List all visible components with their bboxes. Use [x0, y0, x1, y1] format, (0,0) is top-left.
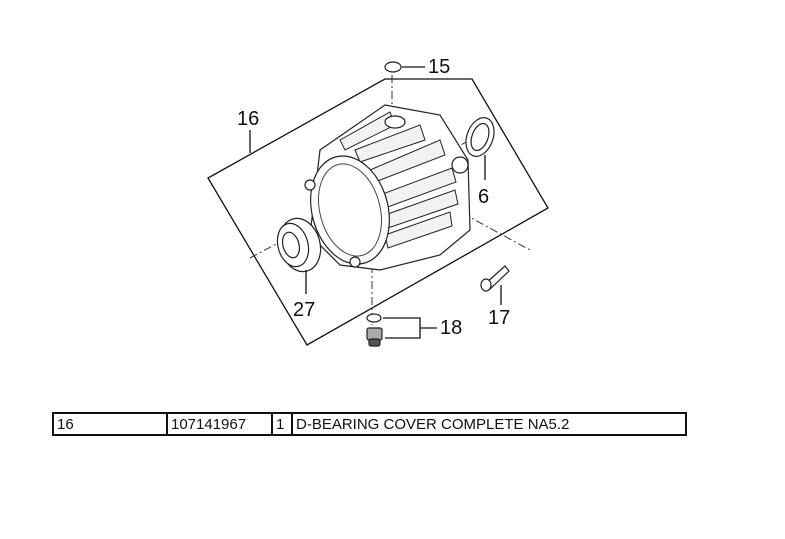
callout-17: 17: [488, 307, 510, 329]
callout-16: 16: [237, 108, 259, 130]
assembly-bracket-16: [207, 78, 549, 346]
callout-15: 15: [428, 56, 450, 78]
part-number-cell: 107141967: [166, 412, 273, 436]
quantity-cell: 1: [271, 412, 293, 436]
leader-18: [383, 317, 421, 339]
ball-bearing-part-27: [276, 217, 322, 273]
callout-6: 6: [478, 186, 489, 208]
table-row: 16 107141967 1 D-BEARING COVER COMPLETE …: [52, 412, 687, 436]
description-cell: D-BEARING COVER COMPLETE NA5.2: [291, 412, 687, 436]
position-cell: 16: [52, 412, 168, 436]
screw-part-17: [480, 265, 510, 292]
o-ring-part-15: [384, 61, 402, 73]
seal-ring-part-6: [465, 117, 495, 157]
parts-table: 16 107141967 1 D-BEARING COVER COMPLETE …: [52, 412, 687, 436]
callout-27: 27: [293, 299, 315, 321]
o-ring-part-18: [366, 313, 382, 323]
callout-18: 18: [440, 317, 462, 339]
plug-part-18: [366, 327, 383, 347]
bearing-cover-housing: [304, 104, 471, 271]
